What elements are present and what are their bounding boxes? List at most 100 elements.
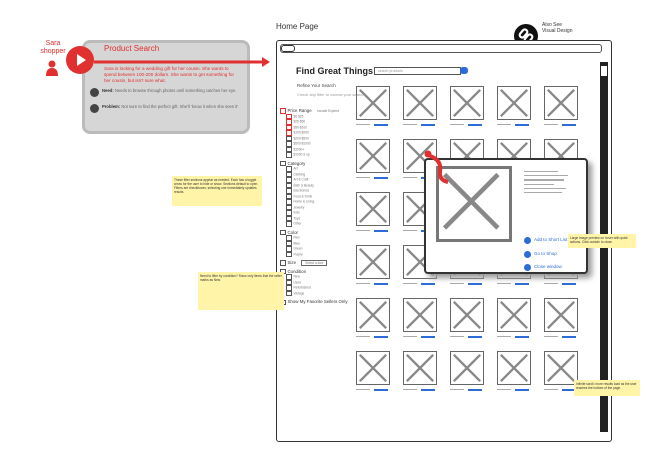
product-caption (403, 124, 417, 126)
facet-item: Red (293, 235, 300, 240)
smiley-icon (90, 88, 99, 97)
product-link[interactable] (374, 389, 388, 391)
facet-price: Price Range Include Expired $0-$25 $25-$… (280, 108, 340, 158)
product-link[interactable] (515, 283, 529, 285)
product-link[interactable] (515, 389, 529, 391)
hover-marker-icon (424, 150, 452, 184)
checkbox[interactable] (280, 108, 286, 114)
add-short-list-icon[interactable] (524, 237, 531, 244)
product-tile[interactable] (356, 298, 390, 332)
product-link[interactable] (374, 283, 388, 285)
product-tile[interactable] (544, 351, 578, 385)
annotation-note: Infinite scroll: more results load as th… (574, 380, 640, 396)
facet-size: Size Select a size (280, 260, 340, 267)
problem-label: Problem: (102, 104, 121, 109)
facet-item: $100-$200 (293, 130, 309, 135)
product-tile[interactable] (403, 298, 437, 332)
refine-subtitle: Check any filter to narrow your search (297, 92, 365, 97)
facet-category: Category Art Clothing Art & Craft Bath &… (280, 161, 340, 227)
product-link[interactable] (374, 336, 388, 338)
product-tile[interactable] (356, 139, 390, 173)
facet-title: Size (287, 260, 297, 266)
persona-figure-icon (45, 60, 59, 76)
product-tile[interactable] (450, 298, 484, 332)
product-tile[interactable] (497, 351, 531, 385)
facet-item: $1000 & up (293, 152, 310, 157)
close-window-button[interactable]: Close window (534, 264, 562, 269)
facet-list: Price Range Include Expired $0-$25 $25-$… (280, 108, 348, 306)
product-tile[interactable] (544, 298, 578, 332)
product-link[interactable] (468, 336, 482, 338)
product-caption (450, 389, 464, 391)
product-caption (403, 389, 417, 391)
also-see-link[interactable]: Also See Visual Design (542, 22, 573, 34)
scroll-thumb[interactable] (601, 66, 607, 76)
product-tile[interactable] (403, 86, 437, 120)
content-title: Find Great Things (296, 66, 374, 76)
product-caption (544, 283, 558, 285)
product-caption (450, 283, 464, 285)
product-link[interactable] (374, 177, 388, 179)
product-link[interactable] (468, 389, 482, 391)
product-tile[interactable] (403, 351, 437, 385)
go-to-shop-button[interactable]: Go to Shop (534, 251, 557, 256)
product-tile[interactable] (497, 86, 531, 120)
product-link[interactable] (562, 389, 576, 391)
product-tile[interactable] (356, 245, 390, 279)
product-link[interactable] (468, 124, 482, 126)
close-icon[interactable] (524, 264, 531, 271)
facet-item: Bath & Beauty (293, 183, 314, 188)
facet-item: New (293, 275, 300, 280)
product-tile[interactable] (450, 86, 484, 120)
product-tile[interactable] (450, 351, 484, 385)
product-tile[interactable] (356, 192, 390, 226)
add-short-list-button[interactable]: Add to Short List (534, 237, 568, 242)
product-link[interactable] (421, 389, 435, 391)
product-tile[interactable] (356, 351, 390, 385)
product-link[interactable] (421, 336, 435, 338)
product-link[interactable] (421, 124, 435, 126)
facet-item: Food & Drink (293, 194, 313, 199)
facet-item: Art (293, 166, 298, 171)
product-link[interactable] (374, 230, 388, 232)
product-link[interactable] (515, 336, 529, 338)
product-link[interactable] (468, 283, 482, 285)
product-tile[interactable] (544, 86, 578, 120)
need-label: Need: (102, 88, 114, 93)
product-tile[interactable] (497, 298, 531, 332)
product-caption (356, 283, 370, 285)
product-link[interactable] (562, 336, 576, 338)
problem-text: Not sure to find the perfect gift. She'l… (121, 104, 239, 109)
facet-item: $0-$25 (293, 114, 304, 119)
facet-item: Clothing (293, 172, 306, 177)
product-link[interactable] (562, 124, 576, 126)
facet-title: Show My Favorite Sellers Only (287, 299, 348, 305)
persona-card (82, 40, 250, 134)
product-tile[interactable] (356, 86, 390, 120)
annotation-note: Large image preview on hover with quick … (568, 234, 636, 248)
nav-buttons-icon[interactable] (281, 45, 295, 52)
search-input[interactable]: search products (374, 67, 461, 75)
persona-problem: Problem: Not sure to find the perfect gi… (102, 104, 252, 110)
product-caption (544, 124, 558, 126)
product-caption (356, 124, 370, 126)
facet-item: Toys (293, 216, 301, 221)
facet-item: Vintage (293, 291, 305, 296)
facet-item: $500-$1000 (293, 141, 311, 146)
facet-condition: Condition New Used Refurbished Vintage (280, 269, 340, 297)
product-caption (497, 283, 511, 285)
product-link[interactable] (562, 283, 576, 285)
facet-title: Color (287, 229, 299, 235)
facet-extra[interactable]: Include Expired (316, 109, 339, 113)
address-bar[interactable] (280, 44, 602, 53)
product-caption (356, 389, 370, 391)
popup-text-lines (524, 168, 574, 196)
product-link[interactable] (374, 124, 388, 126)
facet-favorite-sellers: Show My Favorite Sellers Only (280, 299, 348, 306)
search-button[interactable] (460, 67, 468, 74)
product-link[interactable] (421, 283, 435, 285)
size-select[interactable]: Select a size (301, 260, 328, 267)
product-link[interactable] (515, 124, 529, 126)
shop-icon[interactable] (524, 251, 531, 258)
annotation-note: Need to filter by condition? Show only i… (198, 272, 284, 310)
